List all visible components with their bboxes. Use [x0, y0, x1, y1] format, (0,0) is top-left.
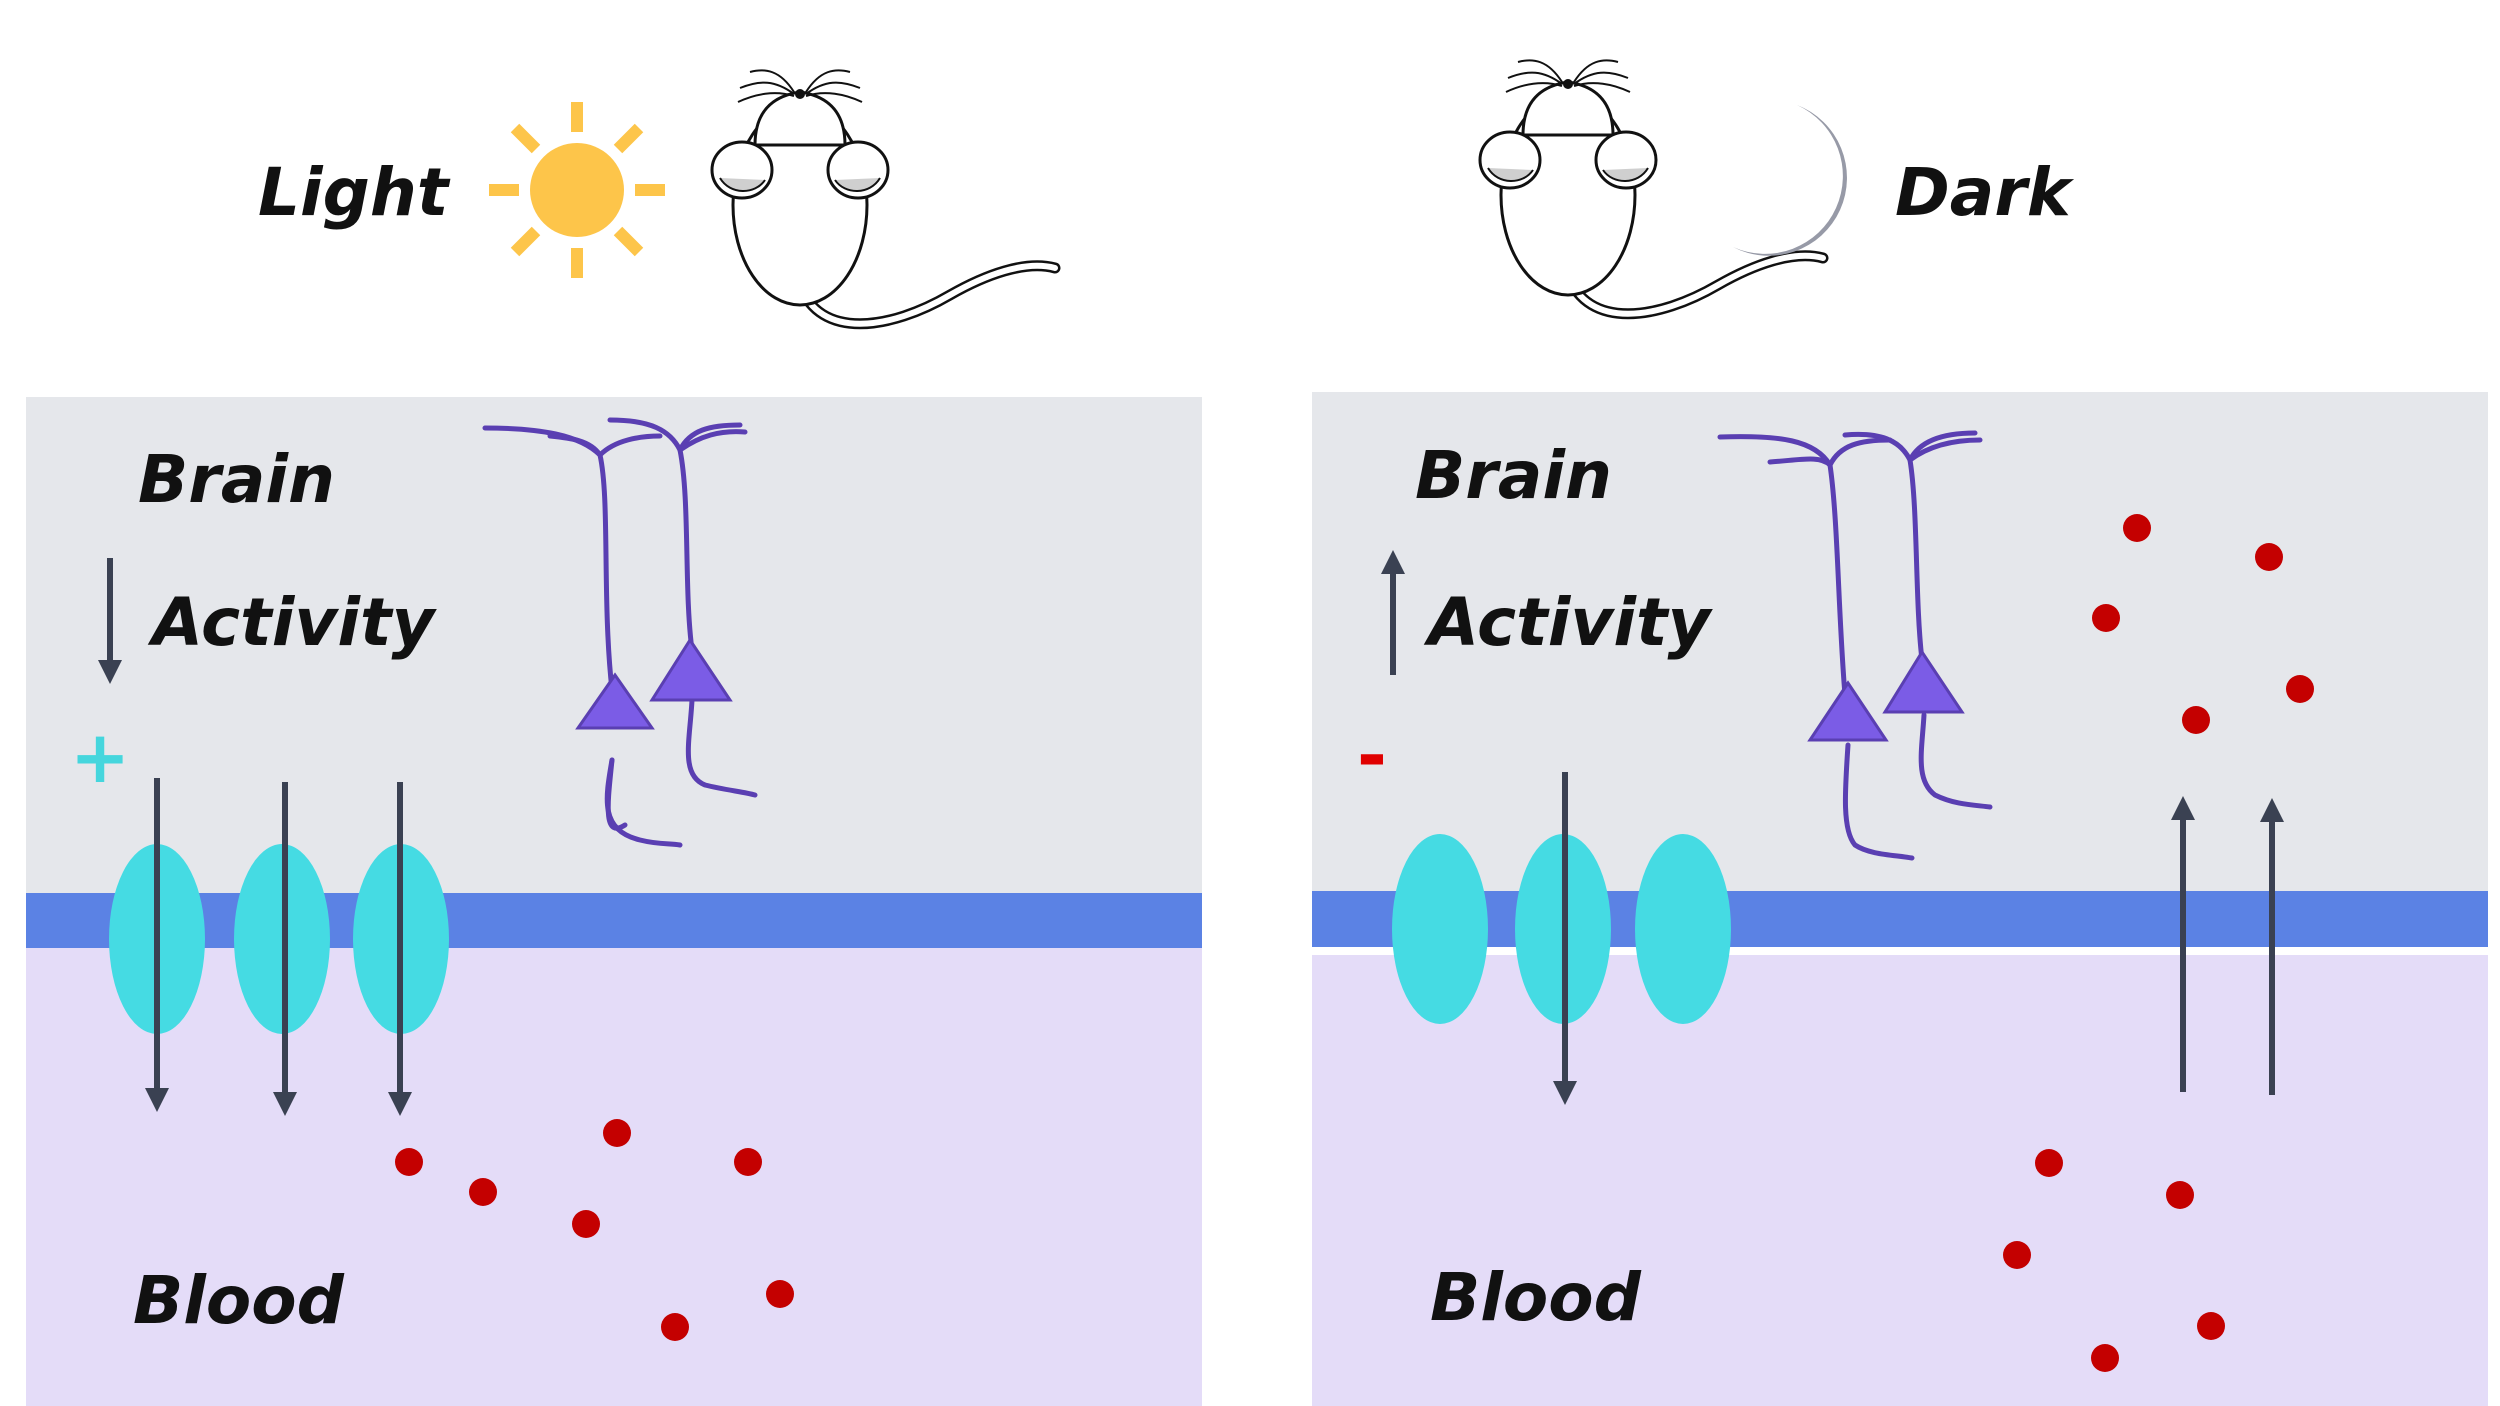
- activity-label: Activity: [1423, 584, 1714, 661]
- molecule: [2092, 604, 2120, 632]
- dark-label: Dark: [1895, 154, 2075, 231]
- transporter-channel: [1635, 834, 1731, 1024]
- molecule: [469, 1178, 497, 1206]
- molecule: [603, 1119, 631, 1147]
- molecule: [2197, 1312, 2225, 1340]
- neuron-soma: [1807, 680, 1889, 742]
- panel-light: Brain Activity +: [26, 397, 1202, 1406]
- molecule: [395, 1148, 423, 1176]
- molecule: [2286, 675, 2314, 703]
- molecule: [2003, 1241, 2031, 1269]
- molecule: [661, 1313, 689, 1341]
- molecule: [2166, 1181, 2194, 1209]
- brain-region: [26, 397, 1202, 895]
- activity-label: Activity: [147, 584, 438, 661]
- brain-label: Brain: [1415, 437, 1612, 514]
- barrier-layer: [26, 893, 1202, 948]
- molecules-blood: [395, 1119, 794, 1341]
- mouse-icon: [710, 69, 1061, 330]
- transporter-channel: [1392, 834, 1488, 1024]
- molecules-brain: [2092, 514, 2314, 734]
- neurons: [1717, 430, 1993, 861]
- sun-icon: [489, 102, 665, 278]
- blood-region: [1312, 955, 2488, 1406]
- panel-dark: Brain Activity -: [1312, 392, 2488, 1406]
- neuron-soma: [575, 672, 655, 730]
- neuron-soma: [1882, 649, 1965, 714]
- mouse-icon: [1478, 59, 1829, 320]
- header-dark: Dark: [1478, 59, 2075, 320]
- molecule: [2035, 1149, 2063, 1177]
- transport-sign: +: [70, 715, 130, 799]
- barrier-layer: [1312, 891, 2488, 947]
- transport-sign: -: [1357, 713, 1387, 797]
- header-light: Light: [258, 69, 1061, 330]
- blood-label: Blood: [1430, 1259, 1642, 1336]
- molecule: [2182, 706, 2210, 734]
- molecule: [734, 1148, 762, 1176]
- light-label: Light: [258, 154, 451, 231]
- molecule: [2123, 514, 2151, 542]
- neurons: [482, 417, 758, 848]
- blood-region: [26, 948, 1202, 1406]
- moon-icon: [1733, 105, 1847, 256]
- neuron-soma: [649, 637, 733, 702]
- molecule: [766, 1280, 794, 1308]
- blood-label: Blood: [133, 1262, 345, 1339]
- molecule: [2255, 543, 2283, 571]
- brain-label: Brain: [138, 441, 335, 518]
- molecule: [572, 1210, 600, 1238]
- molecule: [2091, 1344, 2119, 1372]
- molecules-blood: [2003, 1149, 2225, 1372]
- brain-region: [1312, 392, 2488, 892]
